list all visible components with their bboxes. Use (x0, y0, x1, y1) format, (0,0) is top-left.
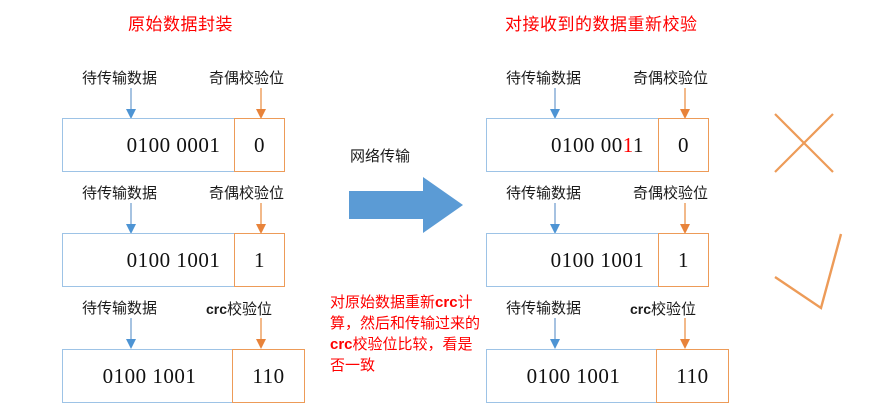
left-row-2-data-caption: 待传输数据 (82, 185, 158, 202)
left-row-3-check-caption: crc校验位 (206, 300, 272, 319)
right-row-1-data-connector-arrow (550, 88, 560, 119)
left-row-3-bits: 0100 1001 (103, 364, 197, 389)
right-row-2-data-connector-arrow (550, 203, 560, 234)
left-row-1-check-value: 0 (254, 132, 265, 157)
right-row-1-check-connector-arrow (680, 88, 690, 119)
left-packet-row-3: 0100 1001 110 (62, 349, 305, 403)
right-row-1-data-caption: 待传输数据 (506, 70, 582, 87)
left-row-3-check-connector-arrow (256, 318, 266, 349)
right-section-title: 对接收到的数据重新校验 (505, 15, 698, 34)
right-row-3-data-caption: 待传输数据 (506, 300, 582, 317)
cross-mark-icon (774, 113, 834, 173)
left-row-2-check-caption: 奇偶校验位 (209, 185, 285, 202)
right-row-2-check-cell: 1 (658, 233, 709, 287)
right-row-2-bits: 0100 1001 (551, 248, 645, 273)
right-row-1-check-caption: 奇偶校验位 (633, 70, 709, 87)
right-row-1-bits-error: 1 (622, 132, 633, 157)
right-block-arrow-icon (349, 177, 463, 233)
right-row-3-check-caption-crc: crc (630, 301, 652, 317)
right-row-2-bits-prefix: 0100 1001 (550, 247, 645, 272)
left-row-3-data-connector-arrow (126, 318, 136, 349)
right-packet-row-1: 0100 0011 0 (486, 118, 709, 172)
note-line-5: ，看是否一致 (330, 336, 473, 374)
left-row-2-check-value: 1 (254, 247, 265, 272)
left-row-1-check-connector-arrow (256, 88, 266, 119)
left-row-2-data-connector-arrow (126, 203, 136, 234)
left-row-2-bits-prefix: 0100 1001 (126, 247, 221, 272)
left-packet-row-1: 0100 0001 0 (62, 118, 285, 172)
right-packet-row-3: 0100 1001 110 (486, 349, 729, 403)
left-row-3-check-caption-crc: crc (206, 301, 228, 317)
left-row-1-check-caption: 奇偶校验位 (209, 70, 285, 87)
left-row-1-check-cell: 0 (234, 118, 285, 172)
right-row-3-check-caption-rest: 校验位 (651, 301, 697, 318)
left-row-1-bits: 0100 0001 (127, 133, 221, 158)
right-row-3-check-value: 110 (676, 363, 709, 388)
left-row-1-data-connector-arrow (126, 88, 136, 119)
right-row-3-check-cell: 110 (656, 349, 729, 403)
note-line-1: 对原始数据重新 (330, 294, 436, 311)
crc-explanation-note: 对原始数据重新crc计算，然后和传输过来的crc校验位比较，看是否一致 (330, 292, 482, 376)
transmission-label: 网络传输 (350, 148, 411, 165)
right-row-3-check-caption: crc校验位 (630, 300, 696, 319)
right-row-1-bits-suffix: 1 (632, 132, 644, 157)
left-row-2-check-cell: 1 (234, 233, 285, 287)
right-row-2-check-connector-arrow (680, 203, 690, 234)
right-row-3-data-connector-arrow (550, 318, 560, 349)
right-packet-row-2: 0100 1001 1 (486, 233, 709, 287)
left-row-3-check-cell: 110 (232, 349, 305, 403)
note-line-4: 校验位比较 (352, 336, 428, 353)
left-row-1-data-caption: 待传输数据 (82, 70, 158, 87)
right-row-1-bits: 0100 0011 (551, 133, 644, 158)
right-row-2-data-caption: 待传输数据 (506, 185, 582, 202)
right-row-1-check-cell: 0 (658, 118, 709, 172)
note-line-3: 和传输过来的 (390, 315, 481, 332)
left-packet-row-2: 0100 1001 1 (62, 233, 285, 287)
left-row-1-bits-prefix: 0100 0001 (126, 132, 221, 157)
left-row-3-bits-prefix: 0100 1001 (102, 363, 197, 388)
left-row-3-data-caption: 待传输数据 (82, 300, 158, 317)
right-row-2-check-caption: 奇偶校验位 (633, 185, 709, 202)
note-line-2: 计算，然后 (330, 294, 473, 332)
right-row-3-bits: 0100 1001 (527, 364, 621, 389)
right-row-2-check-value: 1 (678, 247, 689, 272)
check-mark-icon (774, 233, 843, 310)
note-crc-2: crc (330, 336, 353, 353)
left-row-3-check-value: 110 (252, 363, 285, 388)
left-section-title: 原始数据封装 (128, 15, 233, 34)
right-row-3-check-connector-arrow (680, 318, 690, 349)
left-row-2-bits: 0100 1001 (127, 248, 221, 273)
note-crc-1: crc (435, 294, 458, 311)
right-row-1-bits-prefix: 0100 00 (551, 132, 623, 157)
right-row-3-bits-prefix: 0100 1001 (526, 363, 621, 388)
left-row-2-check-connector-arrow (256, 203, 266, 234)
right-row-1-check-value: 0 (678, 132, 689, 157)
left-row-3-check-caption-rest: 校验位 (227, 301, 273, 318)
